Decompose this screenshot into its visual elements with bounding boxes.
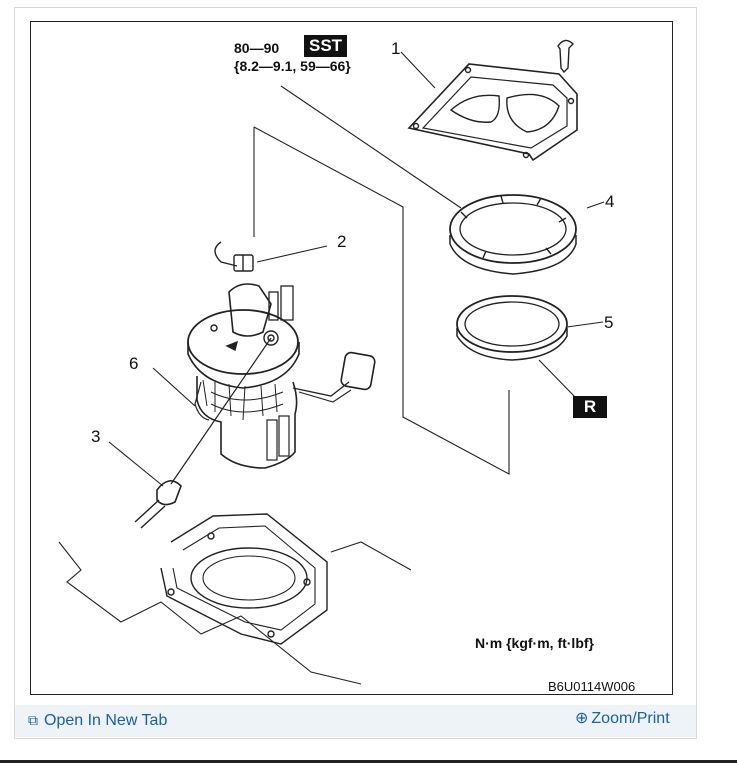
callout-5: 5 [604, 313, 614, 332]
open-in-new-tab-label: Open In New Tab [44, 712, 168, 729]
callout-1: 1 [391, 39, 401, 58]
gasket-part [456, 295, 568, 361]
torque-units-label: N·m {kgf·m, ft·lbf} [475, 635, 594, 651]
bottom-divider [0, 760, 737, 763]
cover-plate-part [407, 63, 578, 162]
fuel-hose-part [134, 480, 182, 529]
zoom-print-label: Zoom/Print [591, 710, 670, 727]
screw-part [557, 39, 574, 74]
sst-badge: SST [304, 35, 348, 57]
replace-badge: R [573, 396, 607, 418]
connector-part [214, 241, 254, 272]
image-toolbar: ⧉ Open In New Tab ⊕Zoom/Print [15, 705, 696, 737]
figure-code: B6U0114W006 [548, 679, 636, 694]
callout-3: 3 [91, 427, 101, 446]
tank-mount-outline [58, 513, 412, 685]
callout-4: 4 [605, 192, 615, 211]
exploded-view-drawing [58, 39, 605, 685]
torque-spec-range: {8.2—9.1, 59—66} [234, 58, 351, 74]
zoom-print-link[interactable]: ⊕Zoom/Print [575, 708, 670, 728]
torque-spec-value: 80—90 [234, 40, 280, 56]
fuel-pump-assembly-part [187, 283, 376, 469]
callout-6: 6 [129, 354, 139, 373]
callout-2: 2 [337, 232, 347, 251]
external-link-icon: ⧉ [28, 712, 38, 728]
lock-ring-part [449, 194, 577, 275]
parts-diagram: 80—90 SST {8.2—9.1, 59—66} 1 2 3 4 5 6 R… [30, 21, 673, 695]
magnifier-plus-icon: ⊕ [575, 710, 589, 727]
open-in-new-tab-link[interactable]: ⧉ Open In New Tab [28, 712, 167, 730]
